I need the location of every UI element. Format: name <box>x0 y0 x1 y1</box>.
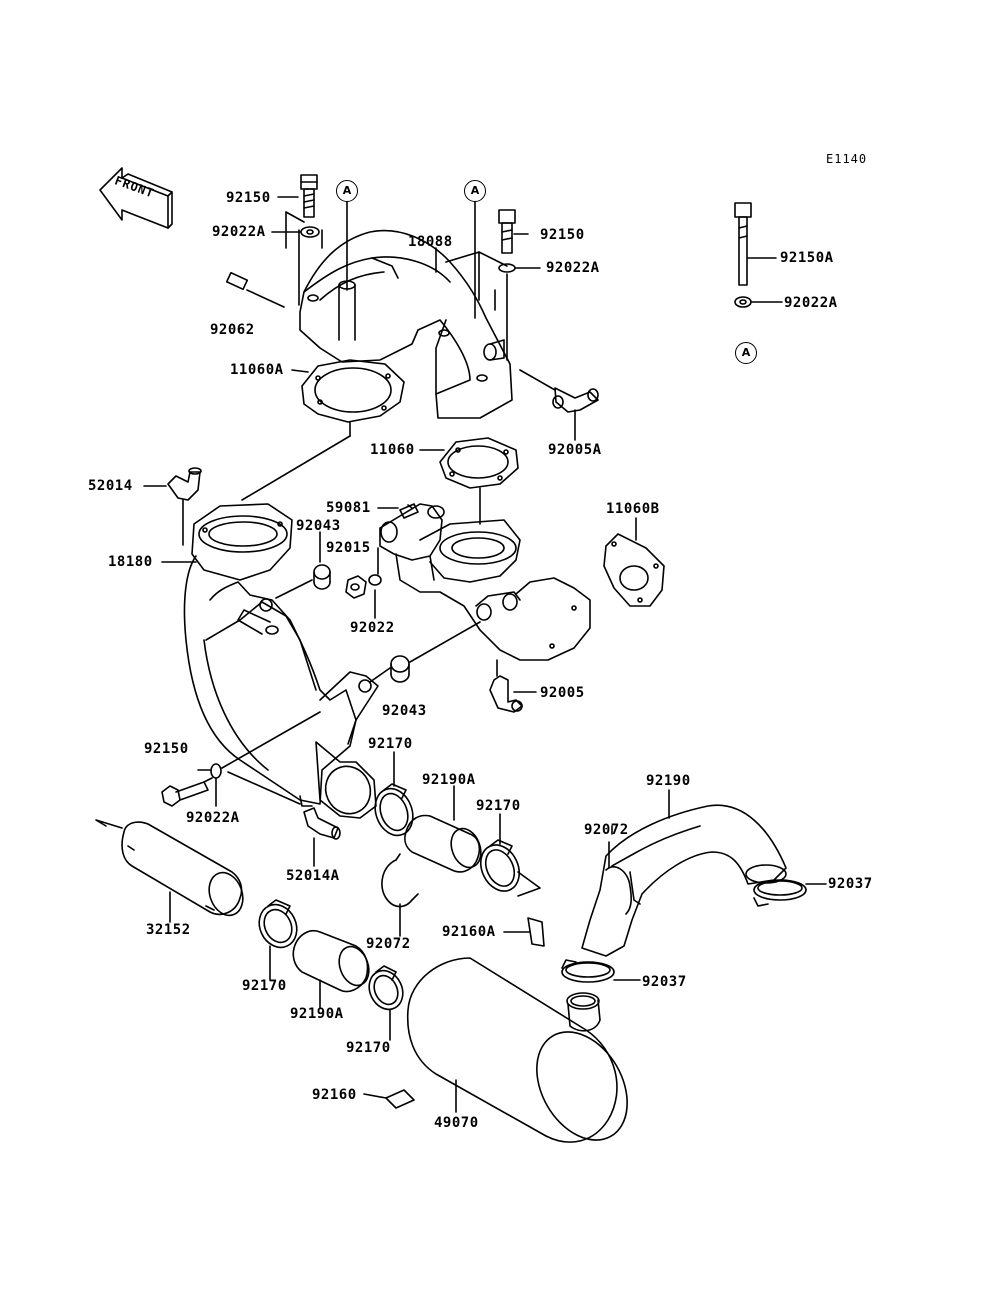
spacer-icon <box>313 564 331 590</box>
part-label[interactable]: 92170 <box>476 798 521 814</box>
part-label[interactable]: 92005 <box>540 685 585 701</box>
part-label[interactable]: 92022A <box>546 260 600 276</box>
pad-icon <box>527 917 545 947</box>
part-label[interactable]: 11060A <box>230 362 284 378</box>
hose-clamp-icon <box>368 965 404 1011</box>
part-label[interactable]: 92150 <box>540 227 585 243</box>
part-label[interactable]: 92170 <box>346 1040 391 1056</box>
front-arrow-icon <box>99 167 173 229</box>
part-label[interactable]: 11060B <box>606 501 660 517</box>
part-label[interactable]: 92150 <box>226 190 271 206</box>
part-label[interactable]: 92160 <box>312 1087 357 1103</box>
hose-clip-icon <box>605 866 632 915</box>
expansion-chamber <box>183 503 379 819</box>
exhaust-manifold <box>299 229 513 419</box>
washer-icon <box>210 763 222 779</box>
part-label[interactable]: 92043 <box>296 518 341 534</box>
part-label[interactable]: 11060 <box>370 442 415 458</box>
elbow-fitting-icon <box>303 807 341 867</box>
part-label[interactable]: 92190 <box>646 773 691 789</box>
part-label[interactable]: 92037 <box>642 974 687 990</box>
hose-icon <box>581 804 787 957</box>
gasket-icon <box>301 359 405 423</box>
washer-icon <box>498 263 516 273</box>
part-label[interactable]: 52014A <box>286 868 340 884</box>
hose-icon <box>404 814 482 873</box>
part-label[interactable]: 59081 <box>326 500 371 516</box>
part-label[interactable]: 92190A <box>422 772 476 788</box>
part-label[interactable]: 92015 <box>326 540 371 556</box>
washer-icon <box>734 296 752 308</box>
part-label[interactable]: 92170 <box>242 978 287 994</box>
pipe-icon <box>121 821 244 917</box>
part-label[interactable]: 92005A <box>548 442 602 458</box>
part-label[interactable]: 92043 <box>382 703 427 719</box>
part-label[interactable]: 92150A <box>780 250 834 266</box>
part-label[interactable]: 92170 <box>368 736 413 752</box>
hose-clip-icon <box>381 853 419 908</box>
part-label[interactable]: 92037 <box>828 876 873 892</box>
nipple-icon <box>225 271 285 308</box>
bolt-icon <box>498 209 516 254</box>
bolt-icon <box>300 174 318 218</box>
elbow-fitting-icon <box>167 467 202 501</box>
part-label[interactable]: 92160A <box>442 924 496 940</box>
reference-marker: A <box>464 180 486 202</box>
nut-icon <box>345 575 367 599</box>
part-label[interactable]: 92022A <box>186 810 240 826</box>
bolt-icon <box>161 781 209 807</box>
muffler <box>406 957 628 1143</box>
washer-icon <box>300 226 320 238</box>
water-jacket-housing <box>379 503 591 661</box>
reference-marker: A <box>735 342 757 364</box>
hose-clamp-icon <box>479 839 521 892</box>
part-label[interactable]: 92072 <box>366 936 411 952</box>
part-label[interactable]: 49070 <box>434 1115 479 1131</box>
fitting-icon <box>519 369 599 441</box>
hose-clamp-icon <box>753 879 807 907</box>
pad-icon <box>385 1089 415 1109</box>
part-label[interactable]: 92062 <box>210 322 255 338</box>
part-label[interactable]: 92022 <box>350 620 395 636</box>
part-label[interactable]: 18180 <box>108 554 153 570</box>
bolt-icon <box>734 202 752 286</box>
part-label[interactable]: 92022A <box>212 224 266 240</box>
part-label[interactable]: 18088 <box>408 234 453 250</box>
hose-clamp-icon <box>258 899 298 949</box>
reference-marker: A <box>336 180 358 202</box>
washer-icon <box>368 574 382 586</box>
part-label[interactable]: 92190A <box>290 1006 344 1022</box>
gasket-icon <box>439 437 519 489</box>
spacer-icon <box>390 655 410 683</box>
part-label[interactable]: 92022A <box>784 295 838 311</box>
part-label[interactable]: 92072 <box>584 822 629 838</box>
hose-clamp-icon <box>561 959 615 983</box>
hose-clamp-icon <box>374 783 414 837</box>
part-label[interactable]: 52014 <box>88 478 133 494</box>
part-label[interactable]: 32152 <box>146 922 191 938</box>
part-label[interactable]: 92150 <box>144 741 189 757</box>
diagram-code: E1140 <box>826 152 868 166</box>
gasket-icon <box>603 533 665 607</box>
fitting-icon <box>489 659 523 713</box>
hose-icon <box>292 930 370 993</box>
